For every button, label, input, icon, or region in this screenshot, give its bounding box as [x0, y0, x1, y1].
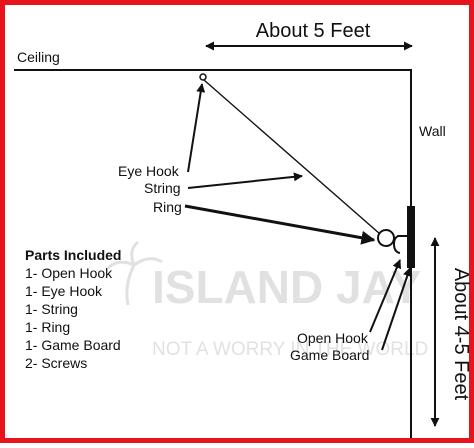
top-dimension-label: About 5 Feet — [256, 20, 371, 42]
open-hook-arrow — [369, 259, 402, 333]
eye-hook-label: Eye Hook — [118, 163, 180, 179]
parts-item: 1- Game Board — [25, 337, 121, 353]
eye-hook-arrow — [187, 83, 206, 173]
open-hook-label: Open Hook — [297, 330, 369, 346]
string-line — [203, 79, 381, 235]
parts-item: 1- Ring — [25, 319, 70, 335]
watermark-tagline: NOT A WORRY IN THE WORLD — [152, 339, 428, 360]
watermark-brand: ISLAND JAY — [152, 261, 421, 313]
parts-title: Parts Included — [25, 247, 121, 263]
string-label: String — [144, 180, 181, 196]
ring-label: Ring — [153, 199, 182, 215]
parts-item: 2- Screws — [25, 355, 87, 371]
eye-hook — [199, 73, 207, 81]
game-board-label: Game Board — [290, 347, 369, 363]
game-board — [407, 206, 415, 268]
wall-label: Wall — [419, 123, 446, 139]
parts-item: 1- Eye Hook — [25, 283, 103, 299]
ceiling-label: Ceiling — [17, 49, 60, 65]
game-board-arrow — [381, 267, 412, 351]
palm-tree-icon — [106, 240, 163, 306]
open-hook — [392, 235, 408, 254]
ring-arrow — [184, 204, 376, 245]
parts-item: 1- String — [25, 301, 78, 317]
parts-item: 1- Open Hook — [25, 265, 113, 281]
side-dimension-label: About 4-5 Feet — [450, 268, 472, 401]
parts-list: Parts Included 1- Open Hook 1- Eye Hook … — [25, 247, 121, 371]
string-arrow — [187, 172, 303, 189]
ring — [377, 229, 395, 247]
watermark: ISLAND JAY NOT A WORRY IN THE WORLD — [106, 240, 428, 360]
